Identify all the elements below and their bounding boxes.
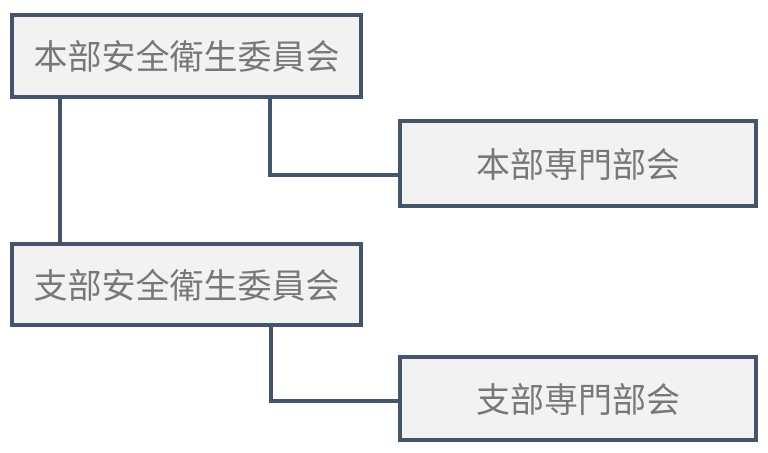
connector-branch-to-subcommittee-vertical	[269, 325, 273, 403]
org-node-label: 本部安全衛生委員会	[33, 39, 340, 77]
org-node-label: 支部専門部会	[476, 381, 680, 420]
org-node-branch-specialized-subcommittee: 支部専門部会	[398, 355, 758, 442]
connector-hq-to-subcommittee-horizontal	[268, 173, 398, 177]
org-node-label: 本部専門部会	[476, 146, 680, 185]
org-node-label: 支部安全衛生委員会	[33, 267, 340, 306]
connector-branch-to-subcommittee-horizontal	[269, 399, 398, 403]
connector-hq-to-branch-vertical	[58, 97, 62, 244]
org-node-branch-safety-health-committee: 支部安全衛生委員会	[10, 242, 363, 327]
org-node-hq-specialized-subcommittee: 本部専門部会	[398, 119, 758, 208]
org-node-hq-safety-health-committee: 本部安全衛生委員会	[10, 13, 363, 99]
connector-hq-to-subcommittee-vertical	[268, 97, 272, 177]
